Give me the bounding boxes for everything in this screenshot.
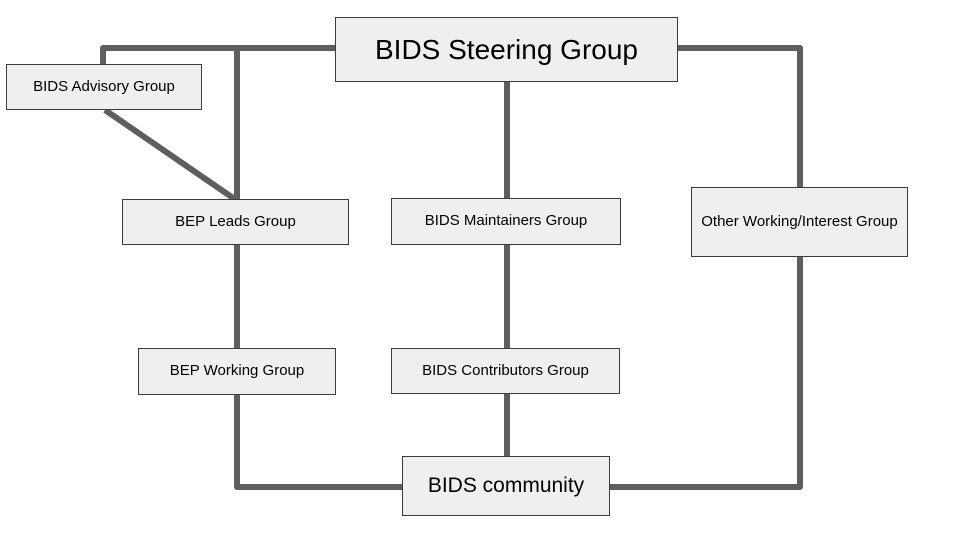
node-bids-steering-group: BIDS Steering Group <box>335 17 678 82</box>
edge-advisory-to-bep-leads-diagonal <box>103 107 238 203</box>
node-bids-maintainers-group: BIDS Maintainers Group <box>391 198 621 245</box>
node-bids-advisory-group: BIDS Advisory Group <box>6 64 202 110</box>
node-label: BEP Working Group <box>169 362 305 380</box>
edge-steering-to-right-column-and-community <box>608 45 803 490</box>
node-label: BIDS Advisory Group <box>33 77 175 95</box>
edge-steering-to-left-column-and-community <box>234 45 404 490</box>
node-other-working-interest-group: Other Working/Interest Group <box>691 187 908 257</box>
node-label: BIDS Maintainers Group <box>424 212 588 230</box>
node-label: BIDS community <box>427 473 585 497</box>
node-label: Other Working/Interest Group <box>701 212 898 230</box>
node-label: BIDS Contributors Group <box>422 361 589 379</box>
edge-steering-to-advisory <box>100 45 335 66</box>
node-bids-contributors-group: BIDS Contributors Group <box>391 348 620 394</box>
node-label: BIDS Steering Group <box>374 34 639 65</box>
node-bep-working-group: BEP Working Group <box>138 348 336 395</box>
node-bep-leads-group: BEP Leads Group <box>122 199 349 245</box>
node-bids-community: BIDS community <box>402 456 610 516</box>
node-label: BEP Leads Group <box>175 212 296 230</box>
